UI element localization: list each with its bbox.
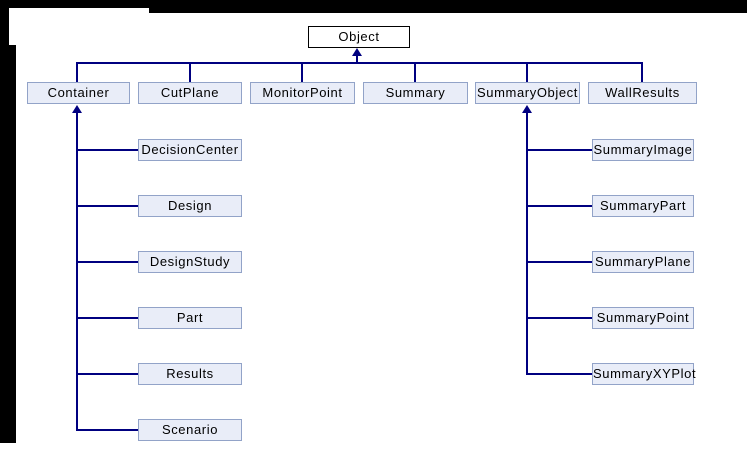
connector-line <box>356 54 358 63</box>
class-node-summary[interactable]: Summary <box>363 82 468 104</box>
class-node-summaryplane[interactable]: SummaryPlane <box>592 251 694 273</box>
connector-branch <box>527 317 592 319</box>
inheritance-arrow-up-icon <box>72 105 82 113</box>
class-node-designstudy[interactable]: DesignStudy <box>138 251 242 273</box>
connector-branch <box>77 317 138 319</box>
class-node-scenario[interactable]: Scenario <box>138 419 242 441</box>
connector-rail <box>76 62 643 64</box>
top-edge-bar-right <box>149 0 747 13</box>
connector-stub <box>76 63 78 82</box>
class-node-design[interactable]: Design <box>138 195 242 217</box>
connector-trunk-container <box>76 111 78 431</box>
connector-stub <box>301 63 303 82</box>
class-node-container[interactable]: Container <box>27 82 130 104</box>
connector-stub <box>189 63 191 82</box>
class-node-summarypoint[interactable]: SummaryPoint <box>592 307 694 329</box>
inheritance-arrow-up-icon <box>352 48 362 56</box>
connector-stub <box>526 63 528 82</box>
connector-branch <box>77 149 138 151</box>
class-node-results[interactable]: Results <box>138 363 242 385</box>
inheritance-arrow-up-icon <box>522 105 532 113</box>
connector-branch <box>527 205 592 207</box>
connector-branch <box>527 373 592 375</box>
left-edge-bar-upper <box>0 8 9 45</box>
class-node-summaryxyplot[interactable]: SummaryXYPlot <box>592 363 696 385</box>
connector-branch <box>77 429 138 431</box>
class-node-monitorpoint[interactable]: MonitorPoint <box>250 82 355 104</box>
class-node-decisioncenter[interactable]: DecisionCenter <box>138 139 242 161</box>
connector-stub <box>641 63 643 82</box>
connector-stub <box>414 63 416 82</box>
left-edge-bar-lower <box>0 45 16 443</box>
connector-trunk-summaryobject <box>526 111 528 375</box>
class-node-summaryimage[interactable]: SummaryImage <box>592 139 694 161</box>
class-node-cutplane[interactable]: CutPlane <box>138 82 242 104</box>
connector-branch <box>77 261 138 263</box>
class-node-summarypart[interactable]: SummaryPart <box>592 195 694 217</box>
connector-branch <box>77 205 138 207</box>
class-node-object[interactable]: Object <box>308 26 410 48</box>
connector-branch <box>527 149 592 151</box>
class-node-part[interactable]: Part <box>138 307 242 329</box>
top-edge-bar-left <box>0 0 149 8</box>
class-node-wallresults[interactable]: WallResults <box>588 82 697 104</box>
connector-branch <box>527 261 592 263</box>
connector-branch <box>77 373 138 375</box>
class-node-summaryobject[interactable]: SummaryObject <box>475 82 580 104</box>
